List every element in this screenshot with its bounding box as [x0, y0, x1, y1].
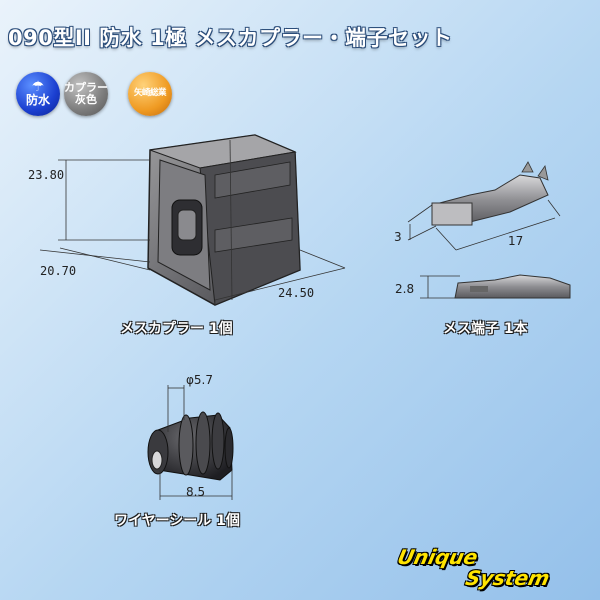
terminal-caption: メス端子 1本 [443, 321, 528, 337]
terminal-length-dimension: 17 [508, 234, 524, 248]
wire-seal-dimension-lines [159, 385, 233, 500]
coupler-width-dimension: 20.70 [40, 264, 77, 278]
logo-line2: System [463, 566, 552, 590]
coupler-caption: メスカプラー 1個 [120, 321, 233, 337]
waterproof-label: 防水 [25, 93, 50, 108]
page-title: 090型II 防水 1極 メスカプラー・端子セット [8, 26, 453, 50]
coupler-color-line1: カプラー [64, 80, 108, 94]
coupler-height-dimension: 23.80 [28, 168, 65, 182]
logo-line1: Unique [395, 545, 481, 569]
terminal-dimension-lines [407, 199, 561, 299]
wire-seal-image [147, 411, 234, 481]
coupler-depth-dimension: 24.50 [278, 286, 315, 300]
maker-badge: 矢崎総業 [128, 72, 172, 116]
coupler-dimension-lines [39, 159, 346, 305]
seal-diameter-dimension: φ5.7 [186, 373, 213, 387]
waterproof-badge: ☂ 防水 [16, 72, 60, 116]
terminal-width-dimension: 3 [394, 230, 402, 244]
coupler-image [147, 134, 301, 306]
seal-length-dimension: 8.5 [186, 485, 206, 499]
terminal-height-dimension: 2.8 [395, 282, 415, 296]
umbrella-icon: ☂ [31, 79, 45, 96]
coupler-color-line2: 灰色 [75, 93, 97, 106]
seal-caption: ワイヤーシール 1個 [114, 513, 240, 529]
coupler-color-badge: カプラー 灰色 [64, 72, 108, 116]
maker-label: 矢崎総業 [133, 88, 167, 99]
terminal-image [431, 161, 571, 299]
